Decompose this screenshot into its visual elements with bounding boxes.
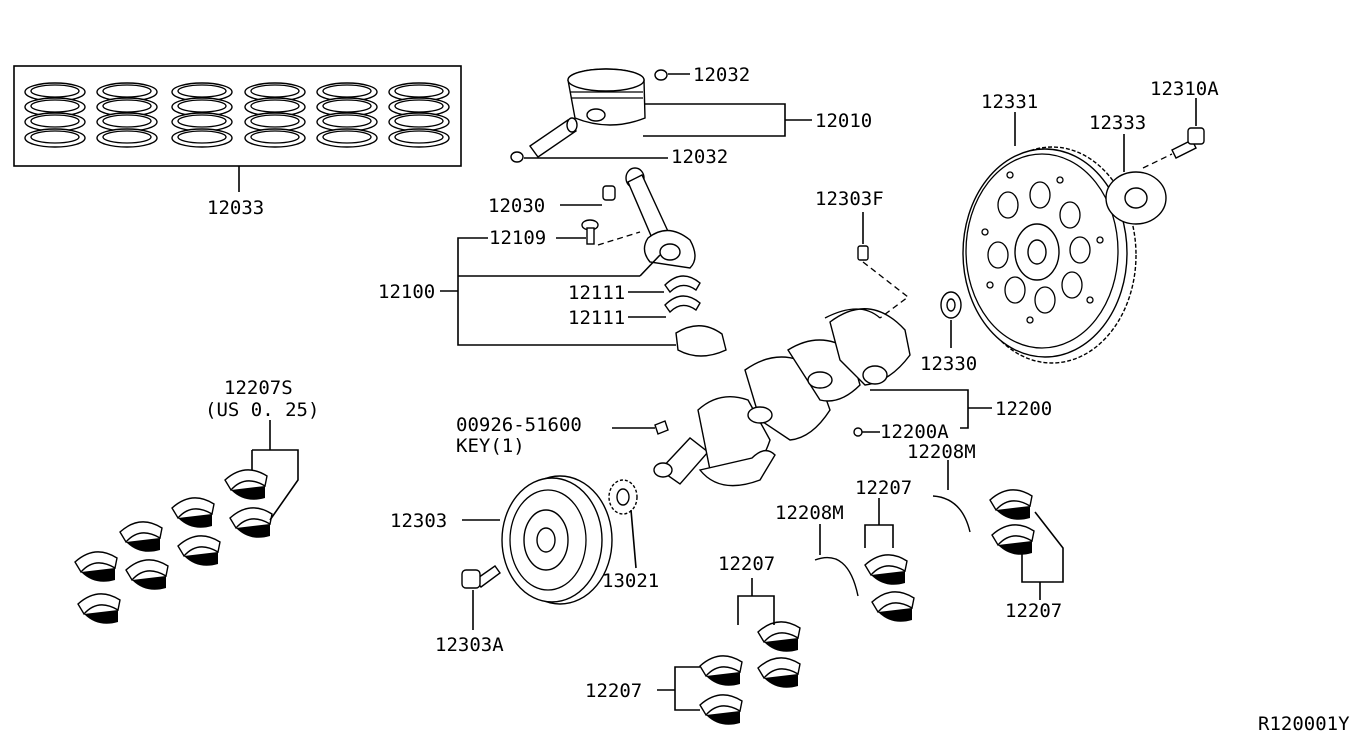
piston-ring-icon	[171, 128, 233, 148]
label-12010[interactable]: 12010	[815, 110, 872, 132]
label-12033[interactable]: 12033	[207, 197, 264, 219]
label-undersize-note: (US 0. 25)	[205, 399, 319, 421]
sprocket-icon[interactable]	[608, 479, 638, 515]
pulley-bolt-icon[interactable]	[461, 565, 501, 589]
label-12100[interactable]: 12100	[378, 281, 435, 303]
label-12333[interactable]: 12333	[1089, 112, 1146, 134]
pin-12303f-icon[interactable]	[857, 245, 869, 261]
label-12207-lower-mid[interactable]: 12207	[718, 553, 775, 575]
piston-ring-icon	[388, 128, 450, 148]
plug-icon[interactable]	[853, 427, 863, 437]
thrust-washer-icon[interactable]	[814, 495, 971, 597]
label-12207-center[interactable]: 12207	[855, 477, 912, 499]
piston-icon[interactable]	[567, 68, 646, 126]
label-12207-lower-left[interactable]: 12207	[585, 680, 642, 702]
label-12303[interactable]: 12303	[390, 510, 447, 532]
label-12303f[interactable]: 12303F	[815, 188, 884, 210]
pilot-bushing-icon[interactable]	[940, 291, 962, 319]
label-12109[interactable]: 12109	[489, 227, 546, 249]
key-icon[interactable]	[654, 420, 669, 435]
flywheel-plate-icon[interactable]	[1105, 171, 1167, 225]
flywheel-bolt-icon[interactable]	[1171, 127, 1205, 159]
rod-cap-icon[interactable]	[675, 325, 727, 357]
label-key-part-number[interactable]: 00926-51600	[456, 414, 582, 436]
flywheel-icon[interactable]	[962, 146, 1137, 364]
ring-set	[24, 82, 450, 148]
piston-pin-icon[interactable]	[529, 117, 578, 158]
label-12208m-right[interactable]: 12208M	[907, 441, 976, 463]
label-12207s[interactable]: 12207S	[224, 377, 293, 399]
piston-ring-icon	[96, 128, 158, 148]
clip-icon[interactable]	[510, 69, 668, 163]
label-12310a[interactable]: 12310A	[1150, 78, 1219, 100]
piston-ring-icon	[316, 128, 378, 148]
piston-rings-box	[13, 65, 462, 167]
diagram-code: R120001Y	[1258, 713, 1350, 735]
piston-ring-icon	[24, 128, 86, 148]
label-12111-upper[interactable]: 12111	[568, 282, 625, 304]
label-12331[interactable]: 12331	[981, 91, 1038, 113]
label-12208m-left[interactable]: 12208M	[775, 502, 844, 524]
label-13021[interactable]: 13021	[602, 570, 659, 592]
label-12200[interactable]: 12200	[995, 398, 1052, 420]
connecting-rod-icon[interactable]	[625, 167, 696, 269]
label-12207-right[interactable]: 12207	[1005, 600, 1062, 622]
bearing-upper-icon[interactable]	[664, 275, 701, 314]
piston-ring-icon	[244, 128, 306, 148]
label-12032-top[interactable]: 12032	[693, 64, 750, 86]
label-12330[interactable]: 12330	[920, 353, 977, 375]
crank-pulley-icon[interactable]	[501, 475, 613, 605]
flywheel-holes	[981, 171, 1104, 324]
label-12200a[interactable]: 12200A	[880, 421, 949, 443]
label-key-description[interactable]: KEY(1)	[456, 435, 525, 457]
main-bearings	[74, 469, 1035, 725]
label-12111-lower[interactable]: 12111	[568, 307, 625, 329]
label-12030[interactable]: 12030	[488, 195, 545, 217]
bushing-icon[interactable]	[602, 185, 616, 201]
piston-rings-group[interactable]	[13, 65, 462, 192]
rod-bolt-icon[interactable]	[581, 219, 599, 245]
crankshaft-icon[interactable]	[653, 308, 911, 487]
label-12303a[interactable]: 12303A	[435, 634, 504, 656]
label-12032-bottom[interactable]: 12032	[671, 146, 728, 168]
